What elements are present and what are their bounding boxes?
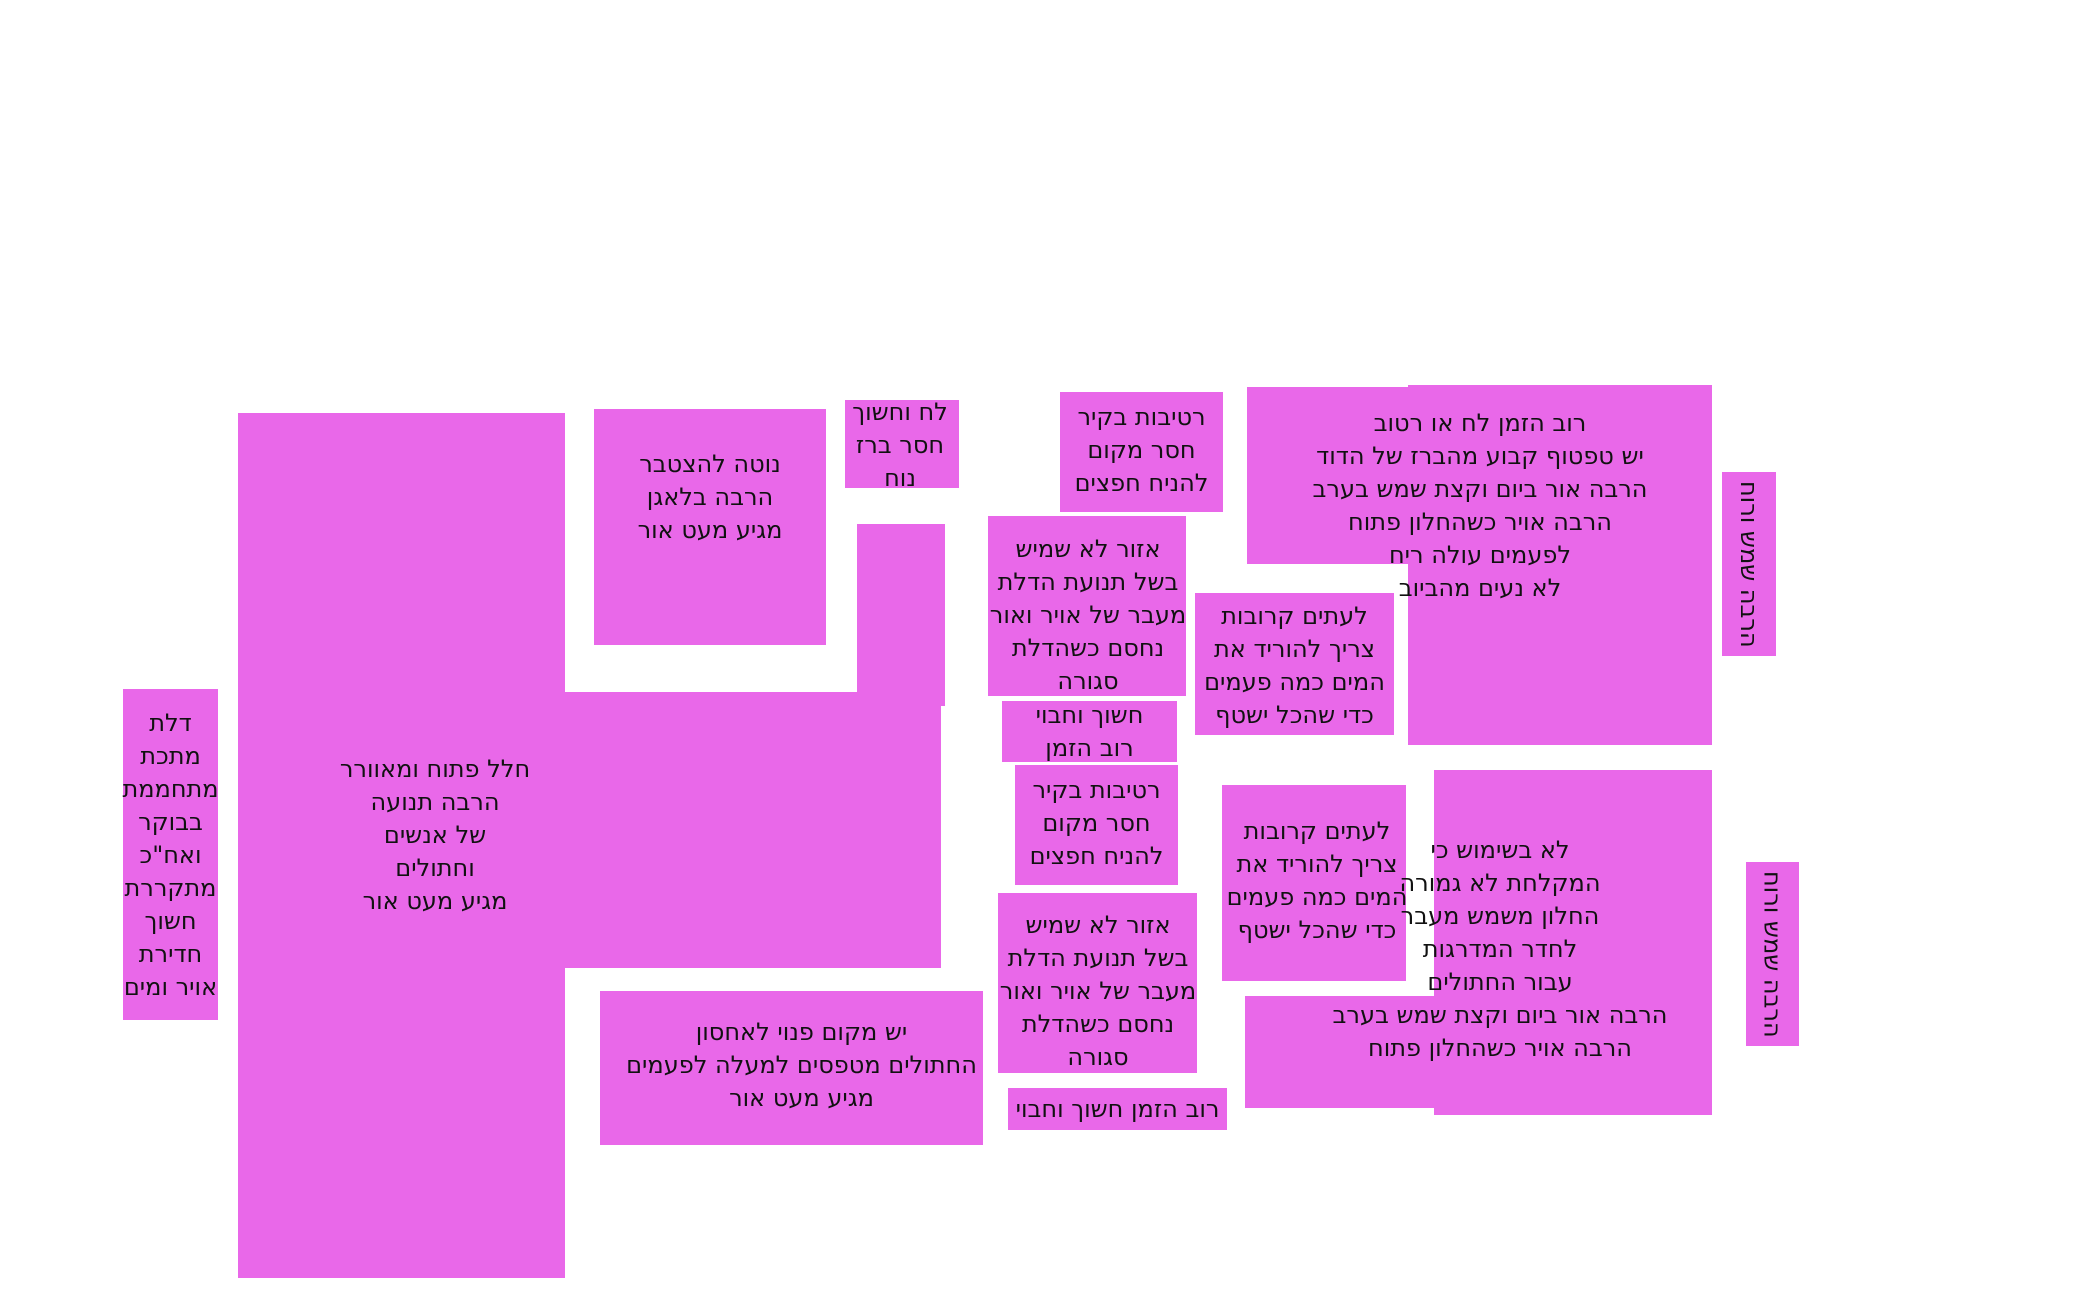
clutter-label: נוטה להצטבר הרבה בלאגן מגיע מעט אור [637,449,783,544]
drain-top-area [1195,593,1394,735]
window-top-label: הרבה שמש ורוח [1735,480,1763,648]
storage-area [600,991,983,1145]
main-hall-area [238,413,565,1278]
bathroom-top-main [1408,385,1712,745]
storage-label: יש מקום פנוי לאחסון החתולים מטפסים למעלה… [626,1017,977,1112]
bathroom-bottom-area [1245,996,1435,1108]
damp-wall-bottom-area [1015,765,1178,885]
dark-hidden-top-area [1002,701,1177,762]
main-hall-extension [565,692,941,968]
window-bottom-area [1746,862,1799,1046]
unused-area-top [988,516,1186,696]
window-bottom-label: הרבה שמש ורוח [1758,870,1787,1038]
unused-area-top-label: אזור לא שמיש בשל תנועת הדלת מעבר של אויר… [989,535,1187,695]
drain-bottom-label: לעתים קרובות צריך להוריד את המים כמה פעמ… [1226,816,1408,944]
unused-area-bottom-label: אזור לא שמיש בשל תנועת הדלת מעבר של אויר… [999,911,1197,1071]
window-top-area [1722,472,1776,656]
damp-wall-bottom-label: רטיבות בקיר חסר מקום להניח חפצים [1029,775,1164,870]
bathroom-top-label: רוב הזמן לח או רטוב יש טפטוף קבוע מהברז … [1312,409,1648,602]
bathroom-bottom-label: לא בשימוש כי המקלחת לא גמורה החלון משמש … [1332,836,1668,1062]
drain-top-label: לעתים קרובות צריך להוריד את המים כמה פעמ… [1204,601,1385,729]
main-hall-label: חלל פתוח ומאוורר הרבה תנועה של אנשים וחת… [339,754,531,915]
bathroom-bottom-main [1434,770,1712,1115]
dark-hidden-bottom-area [1008,1088,1227,1130]
narrow-passage-area [857,524,945,706]
dark-hidden-top-label: חשוך וחבוי רוב הזמן [1035,701,1144,762]
tap-corner-area [845,400,959,488]
damp-wall-top-label: רטיבות בקיר חסר מקום להניח חפצים [1074,402,1209,497]
dark-hidden-bottom-label: רוב הזמן חשוך וחבוי [1015,1094,1220,1123]
unused-area-bottom [998,893,1197,1073]
bathroom-top-area [1247,387,1410,564]
left-door-area [123,689,218,1020]
left-door-label: דלת מתכת מתחממת בבוקר ואח"כ מתקררת חשוך … [122,708,219,1001]
drain-bottom-area [1222,785,1406,981]
clutter-area [594,409,826,645]
damp-wall-top-area [1060,392,1223,512]
tap-corner-label: לח וחשוך חסר ברז נוח [852,397,948,492]
